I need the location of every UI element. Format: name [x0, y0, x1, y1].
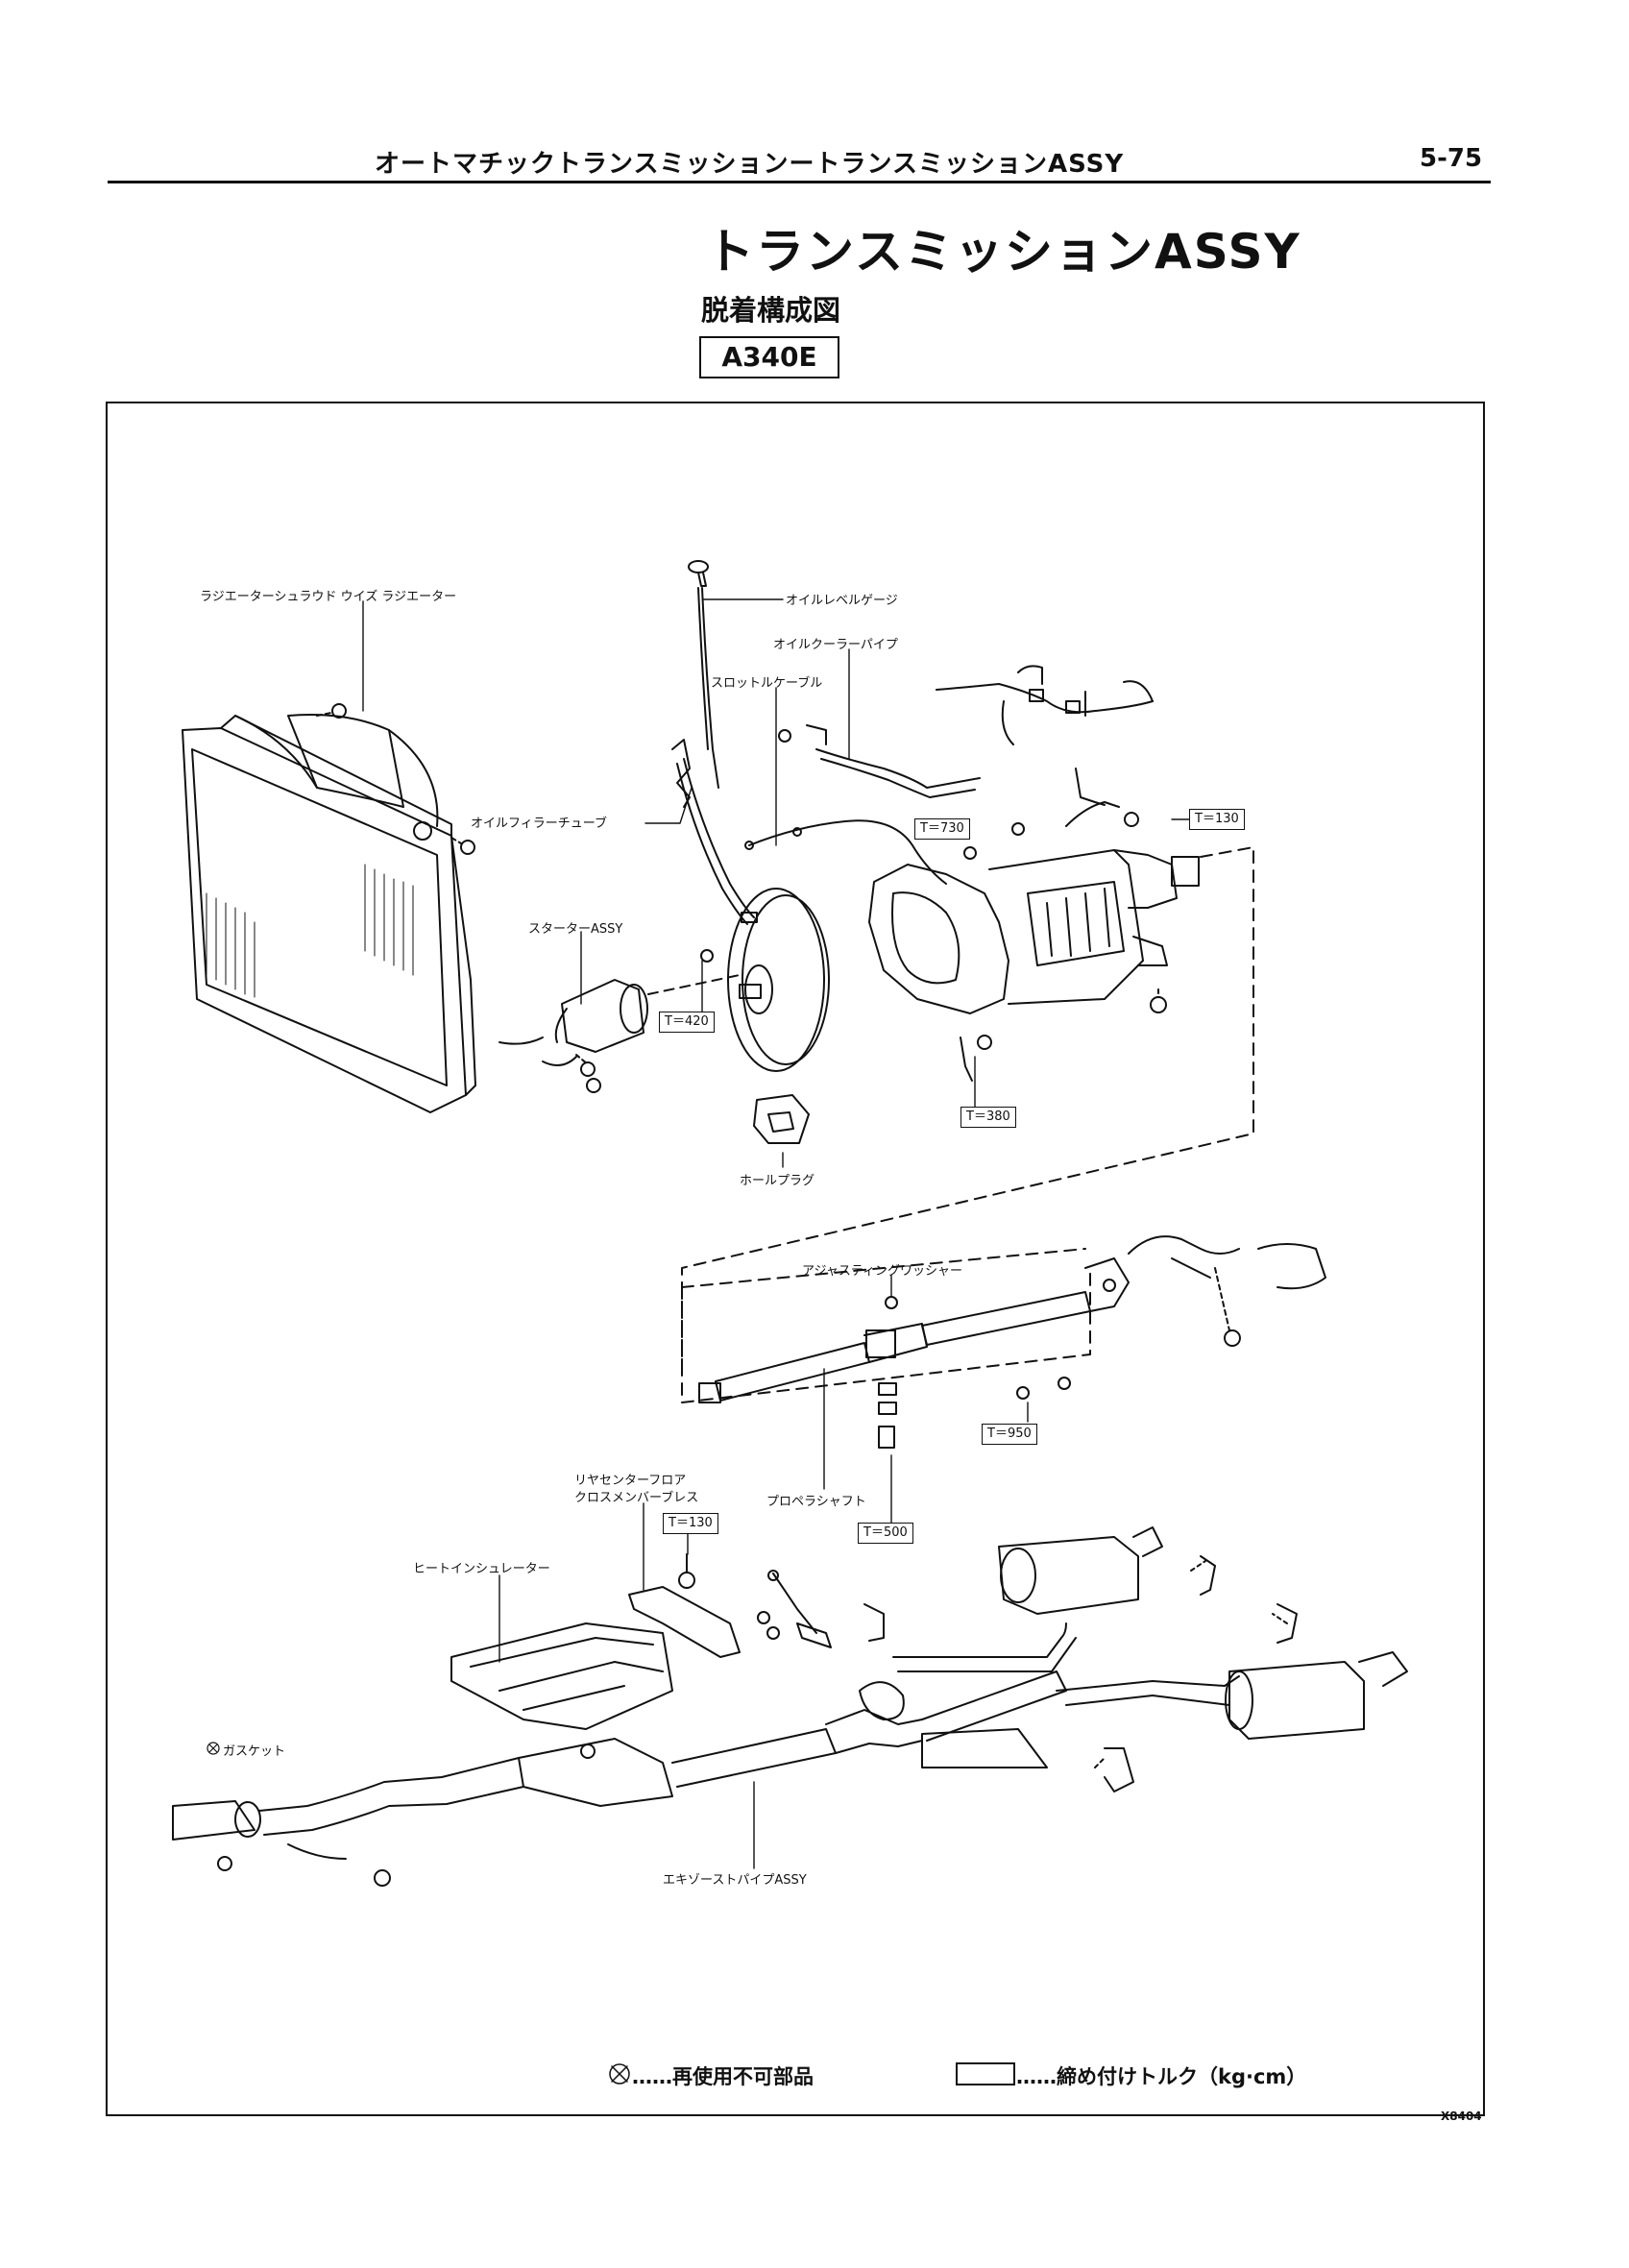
oil-level-gauge-drawing: [688, 560, 719, 789]
model-tag: A340E: [699, 336, 839, 378]
legend-torque: ……締め付けトルク（kg·cm）: [1016, 2065, 1307, 2088]
center-bearing-parts: [878, 1377, 1071, 1449]
radiator-drawing: [182, 714, 476, 1113]
label-oil-cooler-pipe: オイルクーラーパイプ: [773, 638, 898, 652]
torque-box-380: T＝380: [960, 1107, 1016, 1128]
hole-plug-drawing: [753, 1094, 810, 1144]
throttle-cable-drawing: [744, 819, 947, 885]
header-rule: [108, 181, 1491, 183]
leader-lines: [362, 598, 1190, 1869]
label-cross-member-brace: クロスメンバーブレス: [574, 1491, 699, 1505]
label-heat-insulator: ヒートインシュレーター: [413, 1562, 550, 1576]
label-oil-filler-tube: オイルフィラーチューブ: [471, 817, 607, 831]
page-number: 5-75: [1420, 144, 1483, 173]
label-adjusting-washer: アジャスティングワッシャー: [802, 1264, 963, 1279]
label-oil-level-gauge: オイルレベルゲージ: [786, 594, 898, 608]
figure-frame: [106, 402, 1485, 2116]
propeller-shaft-drawing: [698, 1235, 1326, 1403]
cross-member-brace-drawing: [628, 1553, 741, 1658]
torque-box-130-mid: T＝130: [663, 1513, 718, 1534]
starter-dashed-link: [647, 974, 741, 995]
running-header: オートマチックトランスミッションートランスミッションASSY: [375, 150, 1125, 179]
legend-torque-box: [956, 2062, 1015, 2085]
page-title: トランスミッションASSY: [706, 224, 1301, 280]
torque-box-950: T＝950: [982, 1424, 1037, 1445]
oil-cooler-pipe-drawing: [778, 724, 981, 798]
torque-box-730: T＝730: [914, 818, 970, 840]
starter-drawing: [498, 949, 714, 1093]
torque-box-130-top: T＝130: [1189, 809, 1245, 830]
heat-insulator-drawing: [450, 1622, 673, 1759]
wire-harness-drawing: [936, 665, 1154, 745]
small-bolts-top: [960, 768, 1139, 1082]
label-throttle-cable: スロットルケーブル: [711, 676, 823, 691]
torque-box-500: T＝500: [858, 1523, 913, 1544]
label-exhaust-pipe-assy: エキゾーストパイプASSY: [663, 1873, 807, 1888]
gasket-symbol: [207, 1742, 220, 1755]
legend-non-reusable: ……再使用不可部品: [632, 2065, 814, 2088]
page-subtitle: 脱着構成図: [701, 294, 841, 327]
transmission-housing-drawing: [868, 849, 1200, 1014]
label-rear-center-floor: リヤセンターフロア: [574, 1474, 687, 1488]
oxygen-sensor-drawing: [757, 1570, 832, 1648]
propshaft-dashed-top: [681, 1248, 1086, 1288]
figure-code: X8404: [1441, 2109, 1482, 2123]
torque-box-420: T＝420: [659, 1012, 715, 1033]
radiator-bolts: [316, 703, 475, 855]
torque-converter-drawing: [727, 888, 830, 1072]
label-propeller-shaft: プロペラシャフト: [766, 1495, 866, 1509]
transmission-dashed-boundary: [681, 846, 1254, 1365]
non-reusable-symbol: [609, 2063, 630, 2085]
exhaust-system-drawing: [172, 1526, 1408, 1887]
label-gasket: ガスケット: [223, 1744, 286, 1759]
label-hole-plug: ホールプラグ: [740, 1174, 815, 1188]
label-radiator-shroud: ラジエーターシュラウド ウイズ ラジエーター: [200, 590, 457, 604]
label-starter-assy: スターターASSY: [528, 922, 623, 937]
